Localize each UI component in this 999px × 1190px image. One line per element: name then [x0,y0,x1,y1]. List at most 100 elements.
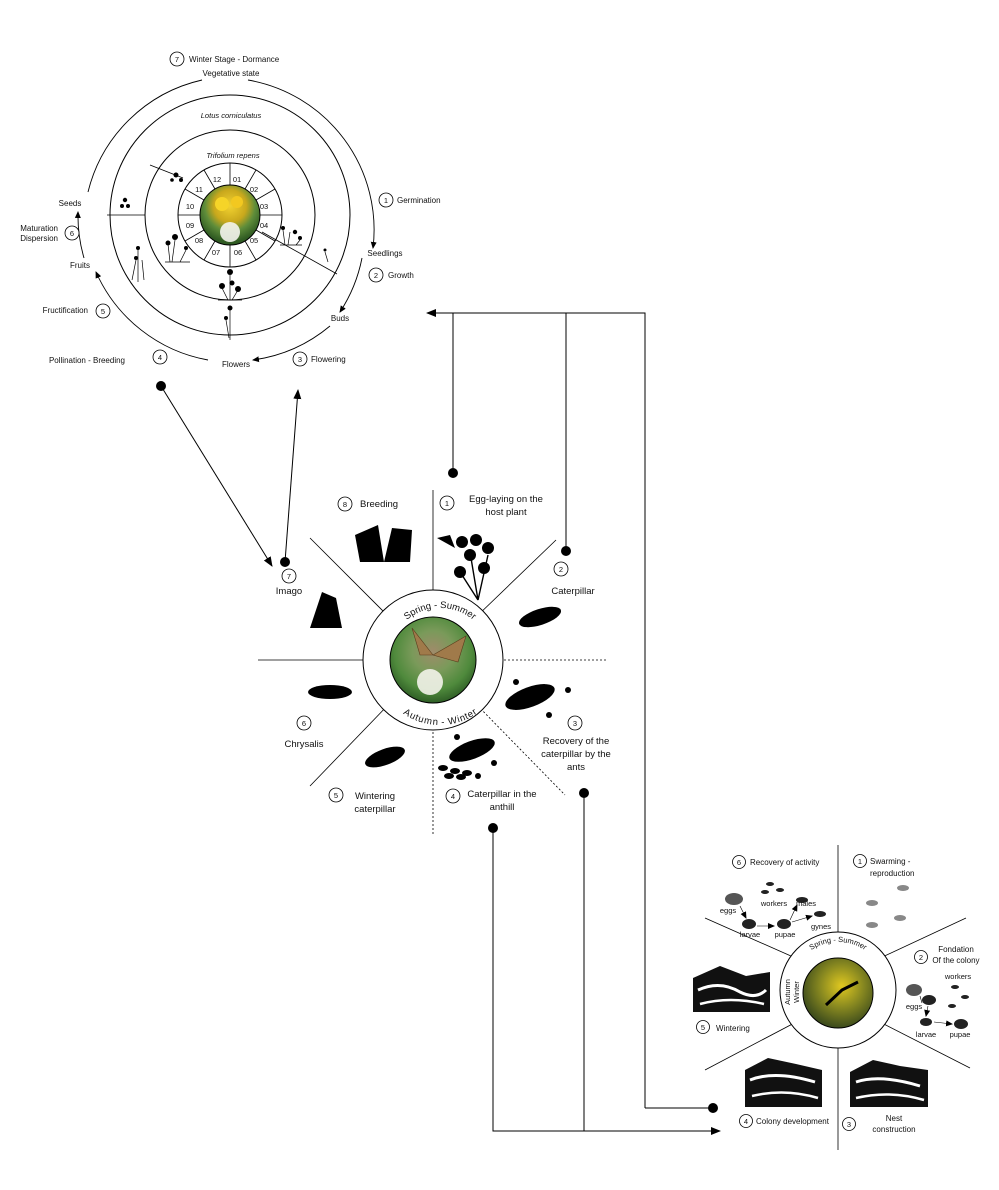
egg-laying-butterfly-icon [437,535,455,548]
plant-stage-4-label: Pollination - Breeding [49,356,125,365]
anthill-illustrations [693,966,928,1107]
caste-workers-label-a: workers [760,899,788,908]
state-seedlings: Seedlings [367,249,402,258]
caste-larvae-label-a: larvae [740,930,760,939]
anthill-caterpillar-icon [449,738,495,762]
butterfly-stage-6-line1: Chrysalis [284,739,323,750]
ant-caste-arrows [739,904,953,1027]
butterfly-stage-4-num: 4 [451,792,455,801]
butterfly-stage-4-line2: anthill [490,802,515,813]
plant-stage-2-num: 2 [374,271,378,280]
plant-stage-7-badge [169,51,185,67]
ant-cycle: Spring - Summer Autumn Winter [693,845,980,1150]
plant-stem-icons [131,229,329,340]
ant-stage-5-line1: Wintering [716,1024,750,1033]
state-seeds: Seeds [59,199,82,208]
caste-pupae-label-b: pupae [950,1030,971,1039]
month-11: 11 [195,185,203,194]
plant-stage-5-badge [95,303,111,319]
butterfly-stage-2-badge [553,561,569,577]
plant-stage-3-badge [292,351,308,367]
ant-stage-2-line2: Of the colony [932,956,979,965]
butterfly-silhouettes [308,525,571,780]
butterfly-stage-2-line1: Caterpillar [551,586,594,597]
butterfly-stage-3-line3: ants [567,762,585,773]
caste-larvae-label-b: larvae [916,1030,936,1039]
butterfly-stage-5-badge [328,787,344,803]
plant-stage-4-num: 4 [158,353,162,362]
butterfly-stage-8-badge [337,496,353,512]
ant-caste-labels: eggs workers males larvae pupae gynes wo… [720,899,972,1039]
ant-stage-2-num: 2 [919,953,923,962]
ant-stage-1-line1: Swarming - [870,857,911,866]
connector-ants-to-buds [426,309,646,1108]
plant-sprout-icons [120,172,327,320]
butterfly-stage-8-num: 8 [343,500,347,509]
butterfly-stage-7-badge [281,568,297,584]
ant-stage-1-line2: reproduction [870,869,914,878]
ant-season-autumn: Autumn [783,979,792,1005]
plant-stage-6-label-line2: Dispersion [20,234,58,243]
plant-stage-labels: 7 Winter Stage - Dormance Vegetative sta… [20,51,441,369]
ant-stage-1-num: 1 [858,857,862,866]
plant-stage-2-badge [368,267,384,283]
month-01: 01 [233,175,241,184]
plant-stage-5-label: Fructification [43,306,88,315]
ant-stage-3-line1: Nest [886,1114,903,1123]
month-07: 07 [212,248,220,257]
connector-imago-to-flowering [284,389,302,563]
ant-stage-4-num: 4 [744,1117,748,1126]
recovered-caterpillar-icon [505,684,555,710]
ant-caste-icons [725,882,969,1029]
breeding-butterfly-left-icon [355,525,384,562]
ant-stage-3-num: 3 [847,1120,851,1129]
butterfly-stage-1-badge [439,495,455,511]
state-flowers: Flowers [222,360,250,369]
plant-stage-1-badge [378,192,394,208]
plant-stage-7-num: 7 [175,55,179,64]
ant-stage-labels: 1 Swarming - reproduction 2 Fondation Of… [696,854,980,1134]
clover-flower-icon [220,222,240,242]
breeding-butterfly-right-icon [384,528,412,562]
caterpillar-icon [518,606,562,628]
butterfly-cycle: Spring - Summer Autumn - Winter 1 Egg- [258,490,611,835]
ant-stage-4-badge [739,1114,753,1128]
month-03: 03 [260,202,268,211]
chrysalis-icon [308,685,352,699]
butterfly-stage-7-line1: Imago [276,586,302,597]
ant-sector-lines [704,845,971,1150]
butterfly-stage-4-badge [445,788,461,804]
butterfly-stage-1-line1: Egg-laying on the [469,494,543,505]
month-06: 06 [234,248,242,257]
month-02: 02 [250,185,258,194]
month-12: 12 [213,175,221,184]
connector-endpoints [156,381,718,1113]
ant-stage-5-num: 5 [701,1023,705,1032]
butterfly-stage-6-badge [296,715,312,731]
month-08: 08 [195,236,203,245]
butterfly-stage-1-num: 1 [445,499,449,508]
butterfly-stage-5-line1: Wintering [355,791,395,802]
ant-stage-3-badge [842,1117,856,1131]
plant-stage-6-num: 6 [70,229,74,238]
butterfly-wings-icon [411,627,467,663]
butterfly-stage-3-num: 3 [573,719,577,728]
month-dividers [178,163,282,267]
caste-gynes-label: gynes [811,922,831,931]
ant-stage-2-line1: Fondation [938,945,974,954]
ant-stage-5-badge [696,1020,710,1034]
butterfly-stage-6-num: 6 [302,719,306,728]
butterfly-stage-3-line2: caterpillar by the [541,749,611,760]
butterfly-stage-3-line1: Recovery of the [543,736,610,747]
butterfly-center-photo [389,616,477,704]
butterfly-sector-lines [258,490,607,835]
connector-anthill-to-colony [492,828,721,1135]
plant-stage-6-label-line1: Maturation [20,224,58,233]
caste-males-label: males [796,899,816,908]
caste-workers-label-b: workers [944,972,972,981]
plant-stage-2-label: Growth [388,271,414,280]
anthill-development-icon [745,1058,822,1107]
plant-stage-7-label: Winter Stage - Dormance [189,55,280,64]
butterfly-stage-8-line1: Breeding [360,499,398,510]
